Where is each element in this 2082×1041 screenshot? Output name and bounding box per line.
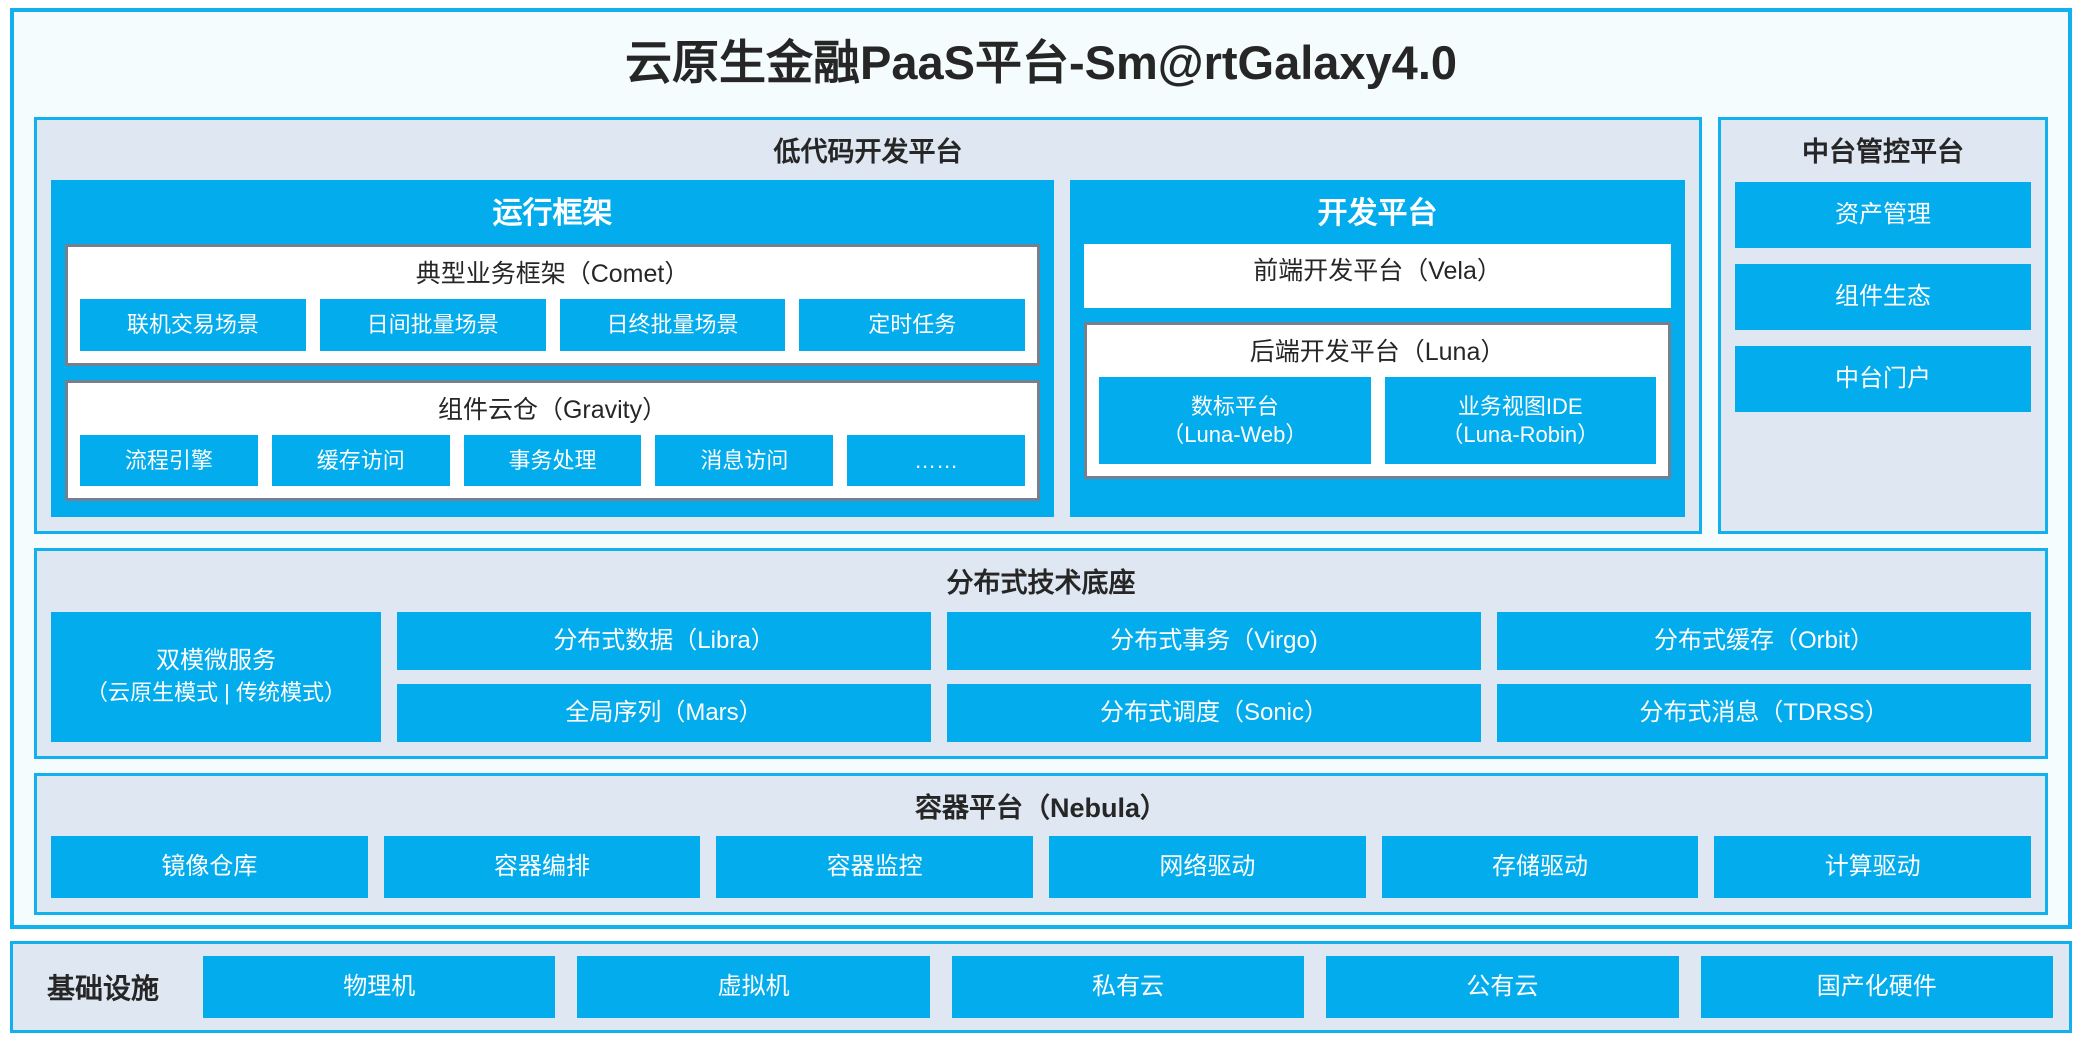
distributed-item-dual-mode-microservice[interactable]: 双模微服务 （云原生模式 | 传统模式）	[51, 611, 381, 742]
section-middle-platform: 中台管控平台 资产管理 组件生态 中台门户	[1718, 116, 2048, 535]
lowcode-platform-body: 运行框架 典型业务框架（Comet） 联机交易场景 日间批量场景 日终批量场景 …	[51, 180, 1685, 518]
microservice-label: 双模微服务	[156, 647, 276, 675]
container-platform-title: 容器平台（Nebula）	[914, 792, 1168, 823]
distributed-column-2: 分布式事务（Virgo) 分布式调度（Sonic）	[947, 611, 1481, 742]
middle-platform-item-portal[interactable]: 中台门户	[1735, 346, 2031, 413]
group-comet: 典型业务框架（Comet） 联机交易场景 日间批量场景 日终批量场景 定时任务	[65, 244, 1041, 366]
distributed-item-sonic[interactable]: 分布式调度（Sonic）	[947, 683, 1481, 742]
platform-main-panel: 云原生金融PaaS平台-Sm@rtGalaxy4.0 低代码开发平台 运行框架 …	[10, 8, 2072, 929]
container-item-network-driver[interactable]: 网络驱动	[1049, 835, 1366, 898]
gravity-item-cache-access[interactable]: 缓存访问	[271, 434, 450, 487]
backend-luna-items: 数标平台 （Luna-Web） 业务视图IDE （Luna-Robin）	[1099, 377, 1656, 465]
luna-robin-label: 业务视图IDE	[1457, 394, 1583, 420]
runtime-framework-title: 运行框架	[492, 197, 613, 231]
distributed-item-mars[interactable]: 全局序列（Mars）	[397, 683, 931, 742]
luna-item-data-standard-platform[interactable]: 数标平台 （Luna-Web）	[1099, 377, 1371, 465]
comet-title: 典型业务框架（Comet）	[415, 260, 690, 289]
lowcode-platform-title: 低代码开发平台	[773, 136, 963, 167]
section-lowcode-platform: 低代码开发平台 运行框架 典型业务框架（Comet） 联机交易场景 日间批量场景…	[34, 116, 1702, 535]
distributed-item-virgo[interactable]: 分布式事务（Virgo)	[947, 611, 1481, 670]
backend-luna-title: 后端开发平台（Luna）	[1249, 338, 1506, 367]
frontend-vela-title: 前端开发平台（Vela）	[1253, 257, 1502, 286]
infrastructure-label: 基础设施	[47, 973, 160, 1004]
distributed-column-1: 分布式数据（Libra） 全局序列（Mars）	[397, 611, 931, 742]
container-item-compute-driver[interactable]: 计算驱动	[1714, 835, 2032, 898]
gravity-title: 组件云仓（Gravity）	[437, 395, 668, 424]
gravity-item-more[interactable]: ……	[847, 434, 1026, 487]
gravity-item-process-engine[interactable]: 流程引擎	[80, 434, 258, 487]
page-title: 云原生金融PaaS平台-Sm@rtGalaxy4.0	[624, 36, 1458, 89]
infrastructure-item-domestic-hardware[interactable]: 国产化硬件	[1700, 956, 2053, 1018]
container-platform-items: 镜像仓库 容器编排 容器监控 网络驱动 存储驱动 计算驱动	[51, 835, 2032, 898]
distributed-microservice-wrapper: 双模微服务 （云原生模式 | 传统模式）	[51, 611, 381, 742]
container-item-image-registry[interactable]: 镜像仓库	[51, 835, 368, 898]
card-runtime-framework: 运行框架 典型业务框架（Comet） 联机交易场景 日间批量场景 日终批量场景 …	[51, 180, 1055, 518]
luna-robin-sub: （Luna-Robin）	[1441, 421, 1600, 447]
comet-items: 联机交易场景 日间批量场景 日终批量场景 定时任务	[80, 299, 1026, 351]
section-container-platform: 容器平台（Nebula） 镜像仓库 容器编排 容器监控 网络驱动 存储驱动 计算…	[34, 772, 2048, 915]
container-item-monitoring[interactable]: 容器监控	[716, 835, 1034, 898]
distributed-foundation-title: 分布式技术底座	[946, 568, 1136, 599]
luna-web-label: 数标平台	[1190, 394, 1279, 420]
distributed-item-orbit[interactable]: 分布式缓存（Orbit）	[1497, 611, 2031, 670]
group-frontend-vela[interactable]: 前端开发平台（Vela）	[1084, 244, 1671, 309]
comet-item-intraday-batch[interactable]: 日间批量场景	[319, 299, 546, 351]
top-row: 低代码开发平台 运行框架 典型业务框架（Comet） 联机交易场景 日间批量场景…	[34, 116, 2048, 535]
gravity-items: 流程引擎 缓存访问 事务处理 消息访问 ……	[80, 434, 1026, 487]
luna-item-business-view-ide[interactable]: 业务视图IDE （Luna-Robin）	[1384, 377, 1656, 465]
distributed-foundation-body: 双模微服务 （云原生模式 | 传统模式） 分布式数据（Libra） 全局序列（M…	[51, 611, 2031, 742]
group-gravity: 组件云仓（Gravity） 流程引擎 缓存访问 事务处理 消息访问 ……	[65, 379, 1041, 502]
distributed-column-3: 分布式缓存（Orbit） 分布式消息（TDRSS）	[1497, 611, 2031, 742]
comet-item-online-transaction[interactable]: 联机交易场景	[80, 299, 306, 351]
card-development-platform: 开发平台 前端开发平台（Vela） 后端开发平台（Luna） 数标平台 （Lun	[1070, 180, 1685, 518]
microservice-sub: （云原生模式 | 传统模式）	[86, 679, 346, 705]
middle-platform-item-component-ecosystem[interactable]: 组件生态	[1735, 264, 2031, 331]
container-item-orchestration[interactable]: 容器编排	[383, 835, 701, 898]
middle-platform-item-asset-management[interactable]: 资产管理	[1735, 182, 2031, 249]
group-backend-luna: 后端开发平台（Luna） 数标平台 （Luna-Web）	[1084, 322, 1671, 480]
infrastructure-item-physical-machine[interactable]: 物理机	[203, 956, 556, 1018]
section-distributed-foundation: 分布式技术底座 双模微服务 （云原生模式 | 传统模式） 分布式数据（Libra…	[34, 548, 2048, 759]
development-platform-title: 开发平台	[1317, 197, 1438, 231]
distributed-item-libra[interactable]: 分布式数据（Libra）	[397, 611, 931, 670]
middle-platform-items: 资产管理 组件生态 中台门户	[1735, 180, 2031, 517]
gravity-item-transaction-processing[interactable]: 事务处理	[463, 434, 642, 487]
comet-item-scheduled-task[interactable]: 定时任务	[799, 299, 1026, 351]
infrastructure-item-public-cloud[interactable]: 公有云	[1326, 956, 1679, 1018]
comet-item-eod-batch[interactable]: 日终批量场景	[559, 299, 786, 351]
section-infrastructure: 基础设施 物理机 虚拟机 私有云 公有云 国产化硬件	[10, 941, 2072, 1033]
gravity-item-message-access[interactable]: 消息访问	[655, 434, 834, 487]
luna-web-sub: （Luna-Web）	[1162, 421, 1308, 447]
middle-platform-title: 中台管控平台	[1802, 136, 1964, 167]
container-item-storage-driver[interactable]: 存储驱动	[1381, 835, 1699, 898]
distributed-item-tdrss[interactable]: 分布式消息（TDRSS）	[1497, 683, 2031, 742]
infrastructure-item-virtual-machine[interactable]: 虚拟机	[577, 956, 930, 1018]
infrastructure-item-private-cloud[interactable]: 私有云	[951, 956, 1305, 1018]
infrastructure-items: 物理机 虚拟机 私有云 公有云 国产化硬件	[203, 956, 2053, 1018]
